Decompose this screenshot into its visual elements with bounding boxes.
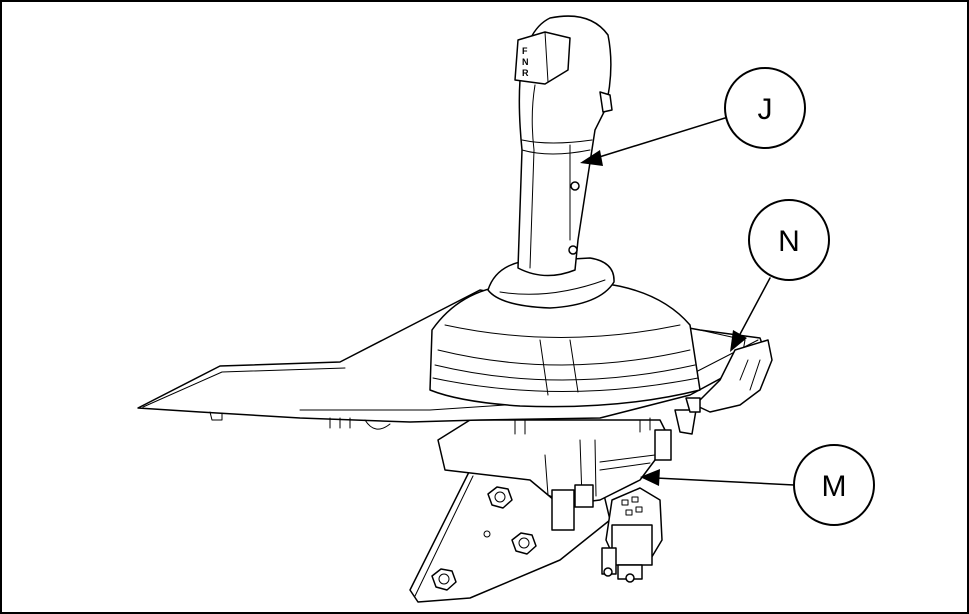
fnr-label-n: N [522,57,529,67]
callout-circle-n [748,199,830,281]
callout-m: M [640,444,875,526]
rubber-boot [429,282,701,408]
bracket-hole [483,530,491,538]
arrowhead-m [640,469,660,486]
callout-j: J [580,67,806,166]
fnr-label-f: F [522,46,528,56]
arrowhead-j [580,150,603,166]
callout-n: N [730,199,830,352]
mechanism-housing [437,419,672,531]
handle-screw-lower [568,245,578,255]
fnr-label-r: R [522,68,529,78]
arrowhead-n [730,330,747,352]
electrical-connector [601,487,663,583]
hex-nut-upper [487,486,513,509]
fnr-switch: F N R [514,31,571,85]
callout-label-m: M [822,470,847,503]
leader-line-j [595,117,726,159]
hex-nut-lower [431,568,457,591]
handle-screw-upper [570,181,580,191]
callout-label-n: N [778,225,800,258]
hex-nut-middle [511,532,537,555]
leader-line-n [737,277,771,339]
leader-line-m [655,477,795,486]
callout-label-j: J [758,93,773,126]
boot-collar [487,257,615,309]
callout-circle-j [724,67,806,149]
callout-circle-m [793,444,875,526]
